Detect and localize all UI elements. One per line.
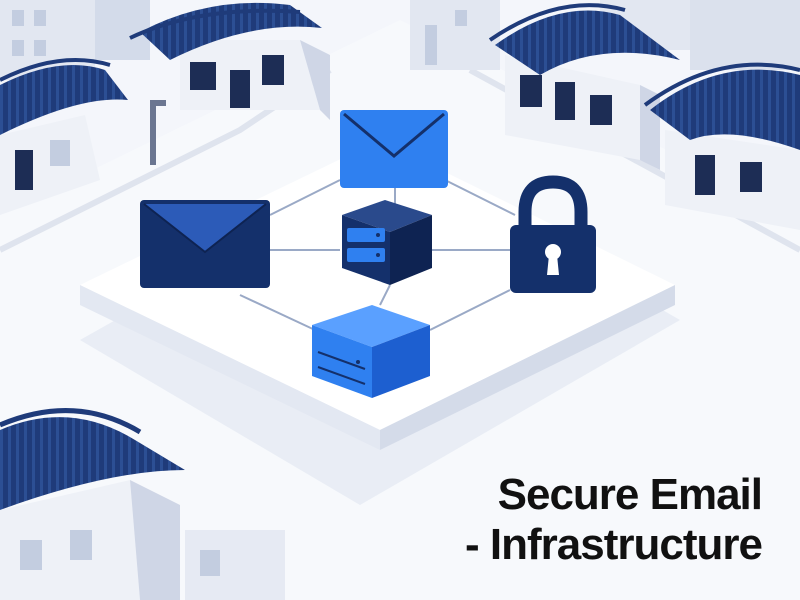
hanok-house-bottom-left (0, 408, 285, 600)
hanok-house-left (0, 58, 128, 215)
hanok-house-right-lower (643, 62, 800, 230)
caption-line-1: Secure Email (497, 470, 763, 519)
server-icon (312, 305, 430, 398)
caption-title: Secure Email - Infrastructure (465, 470, 763, 570)
network-links (239, 179, 516, 331)
padlock-icon (510, 175, 596, 293)
building-top-left (0, 0, 150, 80)
server-icon (342, 200, 432, 285)
envelope-icon (340, 110, 448, 188)
hanok-house-top (129, 2, 330, 165)
caption-line-2: - Infrastructure (465, 520, 763, 569)
envelope-icon (140, 200, 270, 288)
